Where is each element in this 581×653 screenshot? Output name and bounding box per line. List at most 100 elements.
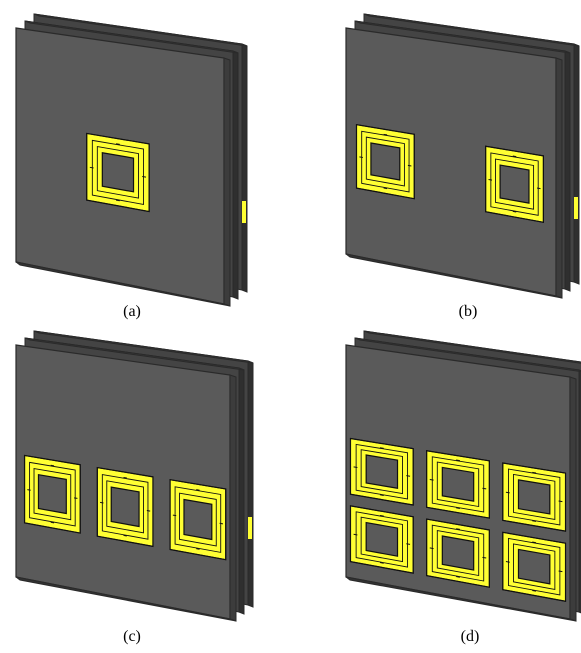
caption-c: (c) <box>123 628 141 645</box>
back-board-top-1 <box>33 13 248 47</box>
element-ring-2 <box>431 524 485 582</box>
element-ring-1 <box>485 145 544 224</box>
back-board-top-1 <box>363 330 581 364</box>
element-slit-2 <box>532 589 537 592</box>
yellow-element-1 <box>349 437 414 506</box>
element-ring-1 <box>426 450 490 519</box>
yellow-element-5 <box>426 518 490 588</box>
front-board-side <box>223 57 231 307</box>
element-ring-2 <box>174 486 222 553</box>
element-slit-2 <box>115 199 120 202</box>
panel-d: (d) <box>290 325 581 653</box>
yellow-element-1 <box>86 132 150 213</box>
caption-d: (d) <box>460 628 480 645</box>
element-aperture <box>370 142 401 181</box>
element-ring-3 <box>360 516 403 563</box>
caption-b: (b) <box>458 303 478 320</box>
element-slit-1 <box>379 514 384 517</box>
yellow-element-3 <box>502 462 567 532</box>
element-ring-1 <box>355 123 415 200</box>
element-slit-4 <box>536 187 541 190</box>
element-aperture <box>441 466 475 502</box>
element-slit-1 <box>196 489 200 491</box>
back-board-top-1 <box>33 330 254 364</box>
element-ring-1 <box>23 454 81 534</box>
element-slit-3 <box>505 491 510 494</box>
element-ring-1 <box>169 478 227 561</box>
element-slit-3 <box>353 533 358 536</box>
panel-b-drawing <box>345 13 580 299</box>
element-slit-1 <box>50 464 55 467</box>
front-board-side <box>229 374 237 622</box>
element-slit-4 <box>406 543 411 545</box>
back-board-side-1 <box>573 43 580 285</box>
element-aperture <box>101 152 135 193</box>
back-board-top-2 <box>354 20 571 54</box>
element-aperture <box>37 473 67 515</box>
element-ring-2 <box>91 139 144 205</box>
panel-b: (b) <box>290 0 581 325</box>
element-aperture <box>499 164 530 204</box>
element-ring-3 <box>96 146 139 199</box>
element-slit-4 <box>219 522 224 525</box>
element-slit-4 <box>146 510 151 512</box>
front-board-side <box>555 57 563 299</box>
element-ring-1 <box>349 437 414 506</box>
element-slit-1 <box>512 155 517 158</box>
side-feed-mark <box>574 197 578 219</box>
element-ring-1 <box>86 132 150 213</box>
element-slit-1 <box>383 133 388 136</box>
element-slit-1 <box>115 143 120 145</box>
element-slit-3 <box>359 156 363 158</box>
yellow-element-1 <box>355 123 415 200</box>
element-ring-3 <box>436 530 480 577</box>
back-board-top-1 <box>363 13 580 47</box>
element-slit-2 <box>456 507 460 509</box>
back-board-side-2 <box>238 367 245 615</box>
element-ring-2 <box>29 461 76 527</box>
element-slit-3 <box>429 479 434 481</box>
element-aperture <box>517 548 551 585</box>
yellow-element-2 <box>485 145 544 224</box>
yellow-element-6 <box>502 531 567 602</box>
element-ring-3 <box>179 492 217 547</box>
element-ring-2 <box>355 511 409 568</box>
element-slit-3 <box>172 514 177 517</box>
element-ring-3 <box>33 467 72 521</box>
element-ring-3 <box>360 449 403 495</box>
element-slit-1 <box>532 541 537 544</box>
element-slit-4 <box>558 500 563 503</box>
element-aperture <box>517 479 551 515</box>
element-aperture <box>365 454 399 489</box>
element-slit-1 <box>456 528 460 530</box>
back-board-top-2 <box>354 337 581 373</box>
element-slit-2 <box>456 576 460 578</box>
element-slit-4 <box>482 556 487 559</box>
element-slit-2 <box>379 494 384 496</box>
element-slit-3 <box>27 489 31 491</box>
element-slit-4 <box>73 497 78 499</box>
caption-a: (a) <box>123 303 141 320</box>
element-slit-4 <box>407 164 412 167</box>
element-ring-2 <box>490 152 539 216</box>
element-ring-1 <box>96 466 154 548</box>
element-slit-3 <box>89 166 94 169</box>
element-slit-2 <box>50 521 55 524</box>
element-slit-2 <box>379 562 384 564</box>
element-slit-1 <box>456 459 460 462</box>
element-slit-3 <box>100 501 104 504</box>
element-slit-1 <box>123 476 127 479</box>
front-board-side <box>569 376 577 622</box>
yellow-element-1 <box>23 454 81 534</box>
element-ring-1 <box>502 531 567 602</box>
back-board-side-2 <box>232 50 239 300</box>
element-slit-4 <box>142 176 147 178</box>
element-slit-3 <box>488 178 493 181</box>
element-ring-3 <box>106 480 144 534</box>
element-ring-2 <box>361 130 410 193</box>
element-slit-4 <box>558 570 563 573</box>
yellow-element-2 <box>426 450 490 519</box>
element-ring-1 <box>349 505 414 574</box>
panel-a: (a) <box>0 0 290 325</box>
element-slit-2 <box>383 187 388 190</box>
